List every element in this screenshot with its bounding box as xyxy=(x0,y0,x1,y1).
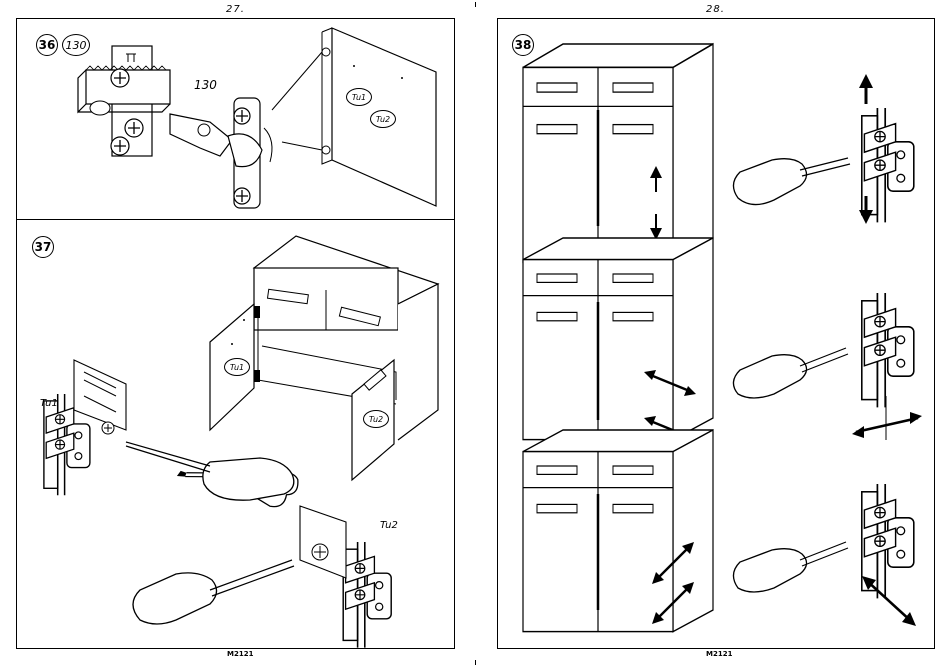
step-37-cabinet-drawing xyxy=(210,236,438,480)
step-36-dimension-label: 130 xyxy=(194,78,217,92)
step-36-quantity-badge: 130 xyxy=(62,34,90,56)
step-37-hinge-label-tu2: Tu2 xyxy=(380,520,398,531)
step-38-hinge-2 xyxy=(733,293,922,440)
step-37-tag-tu1: Tu1 xyxy=(224,358,250,376)
step-36-tag-tu2: Tu2 xyxy=(370,110,396,128)
step-37-hinge-label-tu1: Tu1 xyxy=(40,398,58,409)
step-37-number: 37 xyxy=(32,236,54,258)
step-38-hinge-3 xyxy=(733,484,916,626)
step-37-hinge-tu1 xyxy=(44,360,301,512)
step-37-hinge-tu2 xyxy=(133,506,391,648)
step-36-tag-tu1: Tu1 xyxy=(346,88,372,106)
step-38-row-3 xyxy=(523,430,916,632)
step-37-tag-tu2: Tu2 xyxy=(363,410,389,428)
step-38-hinge-1 xyxy=(733,74,913,224)
step-36-number: 36 xyxy=(36,34,58,56)
step-38-row-1 xyxy=(523,44,914,262)
step-38-number: 38 xyxy=(512,34,534,56)
step-38-row-2 xyxy=(523,238,922,442)
